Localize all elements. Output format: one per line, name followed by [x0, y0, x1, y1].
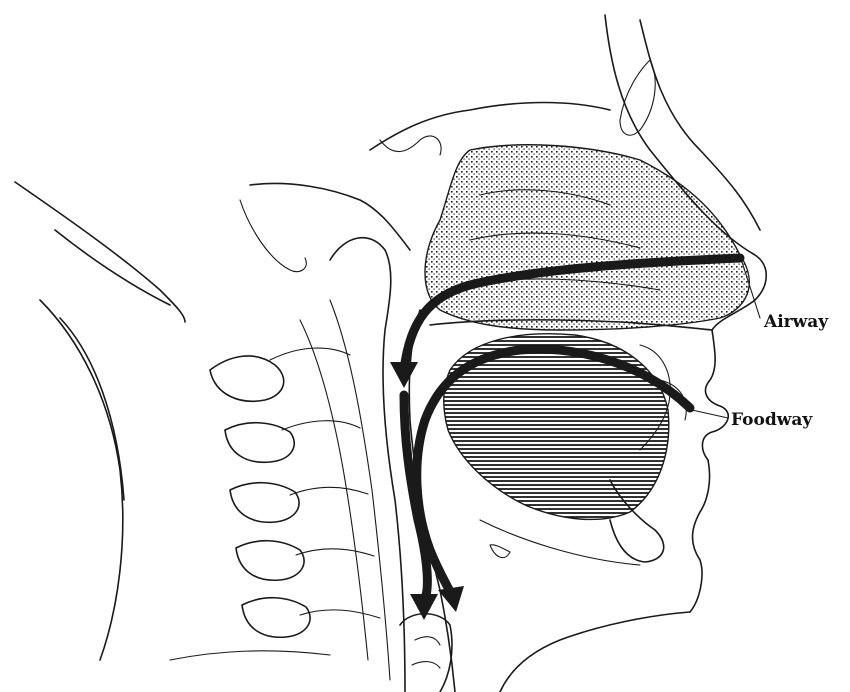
- foodway-label: Foodway: [731, 410, 812, 430]
- nasal-cavity: [425, 145, 749, 330]
- cervical-spine: [170, 300, 390, 680]
- trachea-esophagus: [400, 614, 452, 692]
- airway-label: Airway: [764, 312, 828, 332]
- skull-neck-outline: [15, 182, 185, 660]
